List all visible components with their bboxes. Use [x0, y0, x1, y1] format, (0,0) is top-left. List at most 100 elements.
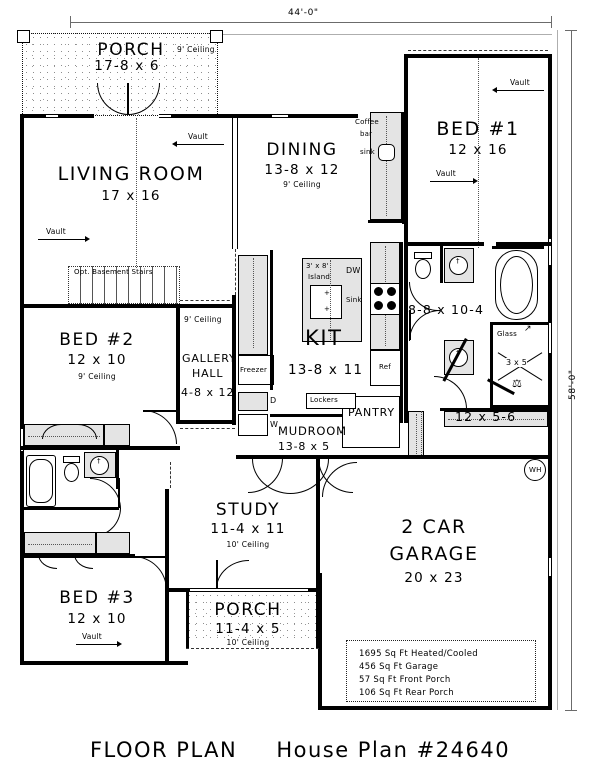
bed1-dim: 12 x 16	[448, 142, 508, 158]
utility-cabinet-guide	[253, 258, 254, 348]
mudroom-name: MUDROOM	[278, 424, 347, 438]
exterior-wall-right-garage-upper	[548, 458, 552, 558]
bed3-dim: 12 x 10	[67, 611, 127, 627]
coffee-bar-guide	[386, 116, 387, 216]
coffee-bar-sink	[378, 144, 395, 161]
window-rear-living-a	[46, 114, 58, 118]
burner-2	[387, 287, 396, 296]
top-dimension-tick-right	[551, 16, 552, 28]
garage-dim: 20 x 23	[404, 570, 464, 586]
wall-hall-bath-bottom	[20, 507, 119, 510]
rear-porch-post-right	[210, 30, 223, 43]
gallery-hall-name: GALLERY	[182, 352, 237, 365]
exterior-wall-top-dining	[215, 114, 272, 118]
overall-depth-label: 58'-0"	[568, 369, 578, 400]
gallery-top-opening	[180, 300, 235, 301]
pantry-label: PANTRY	[348, 406, 395, 419]
bed1-center-guide	[478, 58, 479, 248]
living-room-vault-arrowhead-left	[85, 235, 90, 242]
wall-mudroom-bottom	[236, 455, 406, 459]
gallery-hall-ceiling: 9' Ceiling	[184, 315, 222, 324]
study-name: STUDY	[215, 500, 281, 520]
window-right-shower	[548, 323, 552, 353]
wall-hall-bath-right	[116, 449, 119, 489]
bed1-name: BED #1	[436, 118, 520, 140]
washer-label: W	[270, 420, 279, 429]
wall-gallery-right	[232, 295, 236, 425]
exterior-wall-bottom-garage	[318, 706, 552, 710]
overall-width-label: 44'-0"	[288, 8, 319, 18]
exterior-wall-bottom-bed3	[20, 661, 188, 665]
front-porch-name: PORCH	[214, 600, 282, 620]
exterior-wall-right-closet	[548, 353, 552, 458]
kitchen-name: KIT	[305, 326, 343, 350]
wall-gallery-bottom	[179, 420, 235, 424]
extension-line-top-left	[70, 34, 552, 35]
bed1-vault-arrow-top: Vault	[492, 78, 544, 95]
bed2-entry-door-swing	[143, 410, 177, 444]
exterior-wall-top-living-c	[171, 114, 215, 118]
hall-bath-toilet-bowl	[64, 463, 79, 482]
living-room-vault-arrow-left: Vault	[38, 227, 90, 244]
living-room-vault-line-left	[38, 239, 86, 241]
study-left-opening	[170, 462, 171, 488]
exterior-wall-right-garage-lower	[548, 576, 552, 710]
wall-master-closet-top	[440, 408, 548, 411]
wall-front-porch-right	[316, 588, 319, 648]
wall-hall-right-of-kitchen	[400, 390, 403, 423]
rear-porch-name: PORCH	[97, 40, 165, 60]
dining-name: DINING	[266, 140, 338, 160]
master-sink-upper-faucet: †	[456, 257, 460, 265]
right-dimension-tick-bottom	[565, 710, 577, 711]
living-room-center-guide	[136, 118, 137, 268]
bed2-name: BED #2	[59, 330, 135, 350]
kitchen-sink-basin	[310, 285, 342, 319]
gallery-bottom-opening	[180, 428, 235, 429]
bed1-vault-label-lower: Vault	[436, 169, 456, 178]
kitchen-island-guide	[330, 260, 331, 340]
wall-bed1-left-lower	[404, 112, 408, 242]
living-room-vault-line-top	[176, 144, 224, 146]
rear-porch-post-left	[17, 30, 30, 43]
wall-shower-bottom	[490, 405, 548, 408]
bed3-entry-door-swing	[133, 556, 167, 590]
exterior-wall-left-lower	[20, 451, 24, 665]
bed1-rear-window-band	[408, 50, 548, 51]
bed3-closet	[24, 532, 96, 554]
living-room-vault-label-left: Vault	[46, 227, 66, 236]
kitchen-sink-mark-a: +	[324, 289, 331, 297]
rear-porch-dim: 17-8 x 6	[94, 58, 160, 74]
exterior-wall-left-mid	[20, 266, 24, 429]
front-porch-dim: 11-4 x 5	[215, 621, 281, 637]
exterior-wall-top-bed1	[404, 54, 552, 58]
exterior-wall-top-dining-b	[288, 114, 358, 118]
master-closet-door-swing	[434, 376, 467, 409]
right-dimension-tick-top	[565, 30, 577, 31]
extension-line-right	[557, 30, 558, 710]
island-label: Island	[308, 273, 331, 281]
front-porch-ceiling: 10' Ceiling	[226, 638, 270, 647]
master-closet-rod-left	[416, 414, 417, 456]
wall-front-porch-top	[168, 588, 190, 592]
master-closet-rod-right	[448, 419, 544, 420]
rear-porch-ceiling: 9' Ceiling	[177, 45, 215, 54]
wall-living-dining-divider	[232, 118, 238, 249]
hall-bath-door-leaf	[118, 478, 120, 508]
legend-line-0: 1695 Sq Ft Heated/Cooled	[359, 649, 478, 659]
water-heater-label: WH	[529, 466, 542, 474]
wall-kitchen-right	[400, 242, 403, 390]
shower-head-icon: ⚖	[512, 377, 523, 390]
legend-line-2: 57 Sq Ft Front Porch	[359, 675, 451, 685]
wall-study-left	[165, 489, 169, 589]
wall-bed2-bottom	[20, 446, 180, 450]
master-toilet-bowl	[415, 259, 431, 279]
mudroom-lockers	[306, 393, 356, 409]
hall-bath-toilet-tank	[63, 456, 80, 463]
master-toilet-tank	[414, 252, 432, 259]
bed1-vault-line-top	[496, 90, 544, 92]
title-row: FLOOR PLAN House Plan #24640	[0, 738, 600, 762]
island-size-label: 3' x 8'	[306, 262, 329, 270]
kitchen-dim: 13-8 x 11	[288, 362, 364, 378]
bed2-dim: 12 x 10	[67, 352, 127, 368]
washer-unit	[238, 414, 268, 436]
